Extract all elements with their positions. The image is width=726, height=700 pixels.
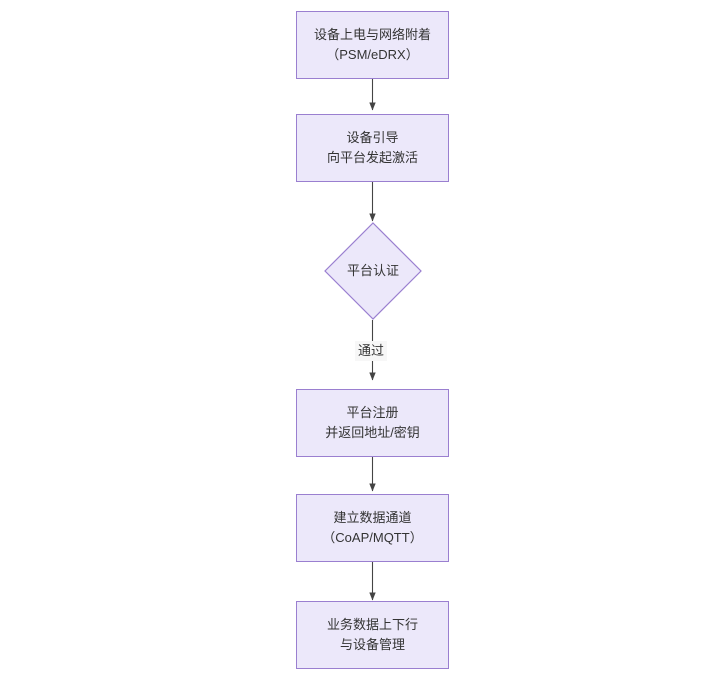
node-establish-data-channel[interactable]: 建立数据通道 （CoAP/MQTT） (296, 494, 449, 562)
node-label-line1: 平台认证 (346, 263, 399, 278)
node-platform-authentication[interactable]: 平台认证 (324, 222, 422, 320)
node-label-line1: 建立数据通道 (333, 510, 412, 525)
node-label-line1: 业务数据上下行 (326, 617, 418, 632)
diamond-shape (324, 222, 422, 320)
node-label-line2: 向平台发起激活 (326, 150, 418, 165)
node-device-bootstrap[interactable]: 设备引导 向平台发起激活 (296, 114, 449, 182)
node-label-line2: （PSM/eDRX） (326, 47, 419, 62)
node-label-line1: 设备引导 (346, 130, 399, 145)
node-label-line2: 与设备管理 (339, 637, 405, 652)
edge-label-pass: 通过 (355, 341, 388, 361)
node-label-line1: 设备上电与网络附着 (313, 27, 431, 42)
node-platform-registration[interactable]: 平台注册 并返回地址/密钥 (296, 389, 449, 457)
node-business-data-and-device-management[interactable]: 业务数据上下行 与设备管理 (296, 601, 449, 669)
node-label-line2: 并返回地址/密钥 (325, 425, 420, 440)
node-label-line2: （CoAP/MQTT） (322, 530, 423, 545)
node-device-power-on[interactable]: 设备上电与网络附着 （PSM/eDRX） (296, 11, 449, 79)
node-label-line1: 平台注册 (346, 405, 399, 420)
